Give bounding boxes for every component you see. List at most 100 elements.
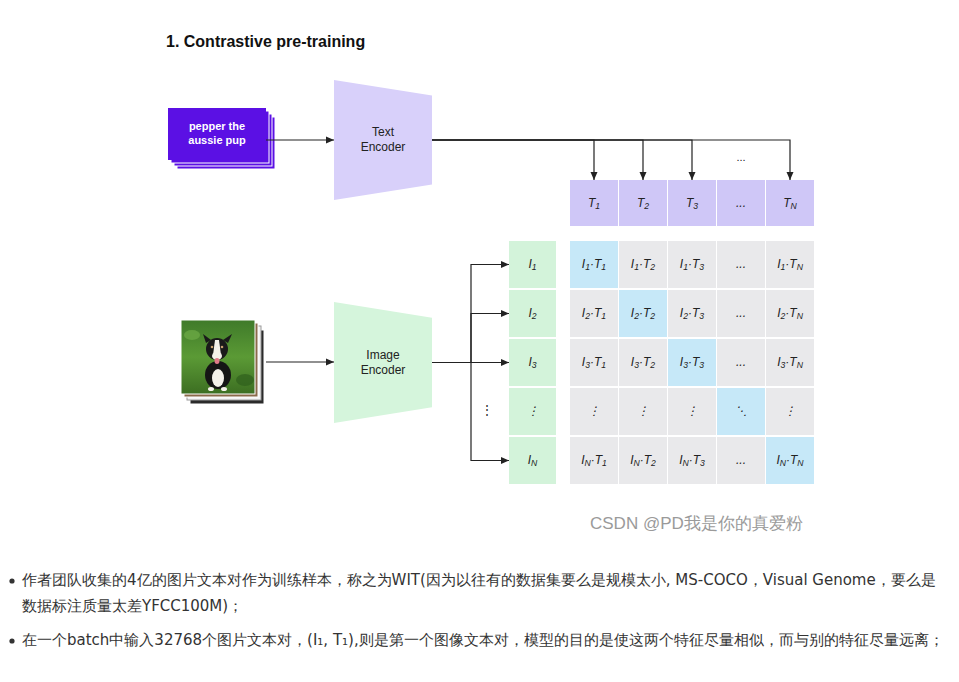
cell-label: ⋱ [735,404,747,419]
cell-label: IN·TN [776,453,803,468]
text-feature-cell: T3 [668,180,716,226]
matching-pair-cell: IN·TN [766,437,814,484]
dog-body [205,361,231,389]
similarity-cell: ... [717,339,765,386]
watermark: CSDN @PD我是你的真爱粉 [590,512,803,535]
cell-label: ... [736,355,746,370]
matching-pair-cell: I3·T3 [668,339,716,386]
cell-label: IN·T3 [679,453,705,468]
cell-label: ... [736,306,746,321]
similarity-cell: I2·TN [766,290,814,337]
cell-label: ⋮ [784,404,796,419]
cell-label: ⋮ [686,404,698,419]
connector-arrow [432,314,509,363]
cell-label: I2·T3 [680,306,704,321]
bullet-dot [9,578,14,583]
dog-ear [223,334,232,343]
input-arrow [266,361,334,362]
cell-label: IN [528,453,538,468]
dog-chest [212,369,224,387]
cell-label: T3 [686,196,698,211]
image-feature-cell: IN [509,437,556,484]
matching-pair-cell: I1·T1 [570,241,618,288]
connector-arrow [432,140,643,180]
connector-arrow [266,139,334,140]
similarity-cell: IN·T1 [570,437,618,484]
connector-arrow [432,363,509,461]
text-feature-cell: ... [717,180,765,226]
ellipsis: ... [736,151,745,163]
image-stack [181,320,264,404]
connector-arrow [432,265,509,363]
cell-label: T2 [637,196,649,211]
similarity-cell: ... [717,241,765,288]
dog-tongue [215,358,220,364]
text-feature-cell: T1 [570,180,618,226]
cell-label: I3·T3 [680,355,704,370]
image-feature-cell: ⋮ [509,388,556,435]
text-feature-cell: TN [766,180,814,226]
text-encoder: Text Encoder [334,80,432,200]
cell-label: IN·T1 [581,453,607,468]
cell-label: I3·TN [777,355,803,370]
similarity-cell: I1·TN [766,241,814,288]
cell-label: I1·T3 [680,257,704,272]
similarity-cell: IN·T3 [668,437,716,484]
dog-paw [208,387,214,391]
similarity-cell: IN·T2 [619,437,667,484]
similarity-cell: I2·T1 [570,290,618,337]
cell-label: TN [783,196,797,211]
cell-label: I2·T1 [582,306,606,321]
image-encoder: Image Encoder [334,302,432,423]
cell-label: I2 [528,306,536,321]
similarity-cell: I3·TN [766,339,814,386]
cell-label: ⋮ [637,404,649,419]
cell-label: I1 [528,257,536,272]
encoder-label: Image Encoder [351,348,415,378]
grass-patch [184,330,200,340]
image-feature-cell: I3 [509,339,556,386]
similarity-cell: ⋮ [619,388,667,435]
similarity-cell: I1·T2 [619,241,667,288]
cell-label: T1 [588,196,600,211]
cell-label: ⋮ [527,404,539,419]
cell-label: ⋮ [588,404,600,419]
cell-label: I3·T2 [631,355,655,370]
cell-label: I2·TN [777,306,803,321]
similarity-cell: ⋮ [668,388,716,435]
dog-eye [221,346,224,349]
dog-head [206,338,228,360]
dog-ear [203,334,211,343]
bullet-dot [9,638,14,643]
connector-arrow [432,140,790,180]
similarity-cell: I3·T2 [619,339,667,386]
trapezoid [334,302,432,423]
dog-eye [211,346,214,349]
similarity-cell: ⋮ [570,388,618,435]
similarity-cell: ... [717,290,765,337]
figure-title: 1. Contrastive pre-training [166,33,365,51]
connector-arrow [432,140,692,180]
dog-paw [221,387,227,391]
text-feature-cell: T2 [619,180,667,226]
vertical-ellipsis: ⋮ [481,404,493,417]
connector-arrow [432,140,594,180]
similarity-cell: I3·T1 [570,339,618,386]
cell-label: ... [736,453,746,468]
cell-label: ... [736,196,746,211]
cell-label: ... [736,257,746,272]
dog-photo [181,320,255,394]
trapezoid [334,80,432,200]
text-card: pepper the aussie pup [168,108,266,160]
cell-label: I1·T2 [631,257,655,272]
similarity-cell: ... [717,437,765,484]
similarity-cell: I2·T3 [668,290,716,337]
encoder-label: Text Encoder [351,125,415,155]
cell-label: I3·T1 [582,355,606,370]
cell-label: I2·T2 [631,306,655,321]
cell-label: I1·T1 [582,257,606,272]
grass-patch [236,374,254,386]
cell-label: I1·TN [777,257,803,272]
image-feature-cell: I2 [509,290,556,337]
bullet-text: 作者团队收集的4亿的图片文本对作为训练样本，称之为WIT(因为以往有的数据集要么… [22,567,950,619]
